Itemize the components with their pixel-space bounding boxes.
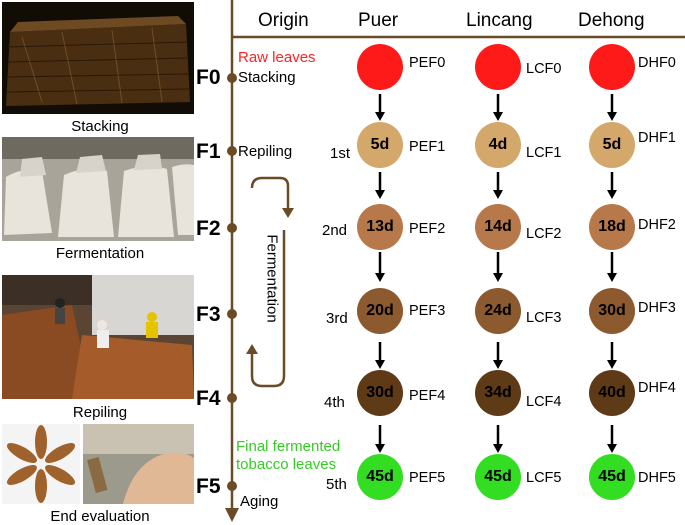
node-dehong-f1: 5d <box>589 122 635 168</box>
stage-dot-f5 <box>227 481 237 491</box>
label-dhf5: DHF5 <box>638 470 676 486</box>
node-dehong-f0 <box>589 44 635 90</box>
photo-label-fermentation: Fermentation <box>55 245 145 262</box>
repiling-image <box>2 275 194 399</box>
label-pef4: PEF4 <box>409 388 446 404</box>
round-3rd: 3rd <box>326 310 348 327</box>
legend-raw-leaves: Raw leaves <box>238 49 316 66</box>
node-dehong-f4: 40d <box>589 370 635 416</box>
photo-label-end-evaluation: End evaluation <box>50 508 150 525</box>
stage-label-f5: F5 <box>196 475 221 498</box>
node-lincang-f1: 4d <box>475 122 521 168</box>
label-lcf4: LCF4 <box>526 394 562 410</box>
flow-arrows <box>378 94 614 446</box>
stage-dot-f3 <box>227 309 237 319</box>
stage-dot-f4 <box>227 393 237 403</box>
label-lcf0: LCF0 <box>526 61 562 77</box>
end-evaluation-photo-hand <box>83 424 194 504</box>
step-repiling: Repiling <box>238 143 293 160</box>
stage-label-f4: F4 <box>196 387 221 410</box>
header-origin: Origin <box>258 10 309 31</box>
node-dehong-f2: 18d <box>589 204 635 250</box>
node-puer-f3: 20d <box>357 288 403 334</box>
header-lincang: Lincang <box>466 10 533 31</box>
repiling-photo <box>2 275 194 399</box>
legend-final-line1: Final fermented <box>236 438 341 455</box>
label-dhf2: DHF2 <box>638 217 676 233</box>
label-lcf5: LCF5 <box>526 470 562 486</box>
node-puer-f2: 13d <box>357 204 403 250</box>
round-4th: 4th <box>324 394 345 411</box>
label-pef2: PEF2 <box>409 221 446 237</box>
header-dehong: Dehong <box>578 10 645 31</box>
node-puer-f0 <box>357 44 403 90</box>
stage-dots <box>227 73 237 491</box>
label-lcf2: LCF2 <box>526 226 562 242</box>
cycle-arrow-down <box>282 208 294 218</box>
label-pef1: PEF1 <box>409 139 446 155</box>
step-aging: Aging <box>240 493 279 510</box>
node-lincang-f5: 45d <box>475 454 521 500</box>
label-lcf3: LCF3 <box>526 310 562 326</box>
stage-dot-f1 <box>227 146 237 156</box>
node-dehong-f3: 30d <box>589 288 635 334</box>
label-dhf3: DHF3 <box>638 300 676 316</box>
legend-final-line2: tobacco leaves <box>236 456 337 473</box>
round-5th: 5th <box>326 476 347 493</box>
label-dhf1: DHF1 <box>638 130 676 146</box>
label-pef5: PEF5 <box>409 470 446 486</box>
photo-label-stacking: Stacking <box>71 118 129 135</box>
node-puer-f4: 30d <box>357 370 403 416</box>
node-puer-f1: 5d <box>357 122 403 168</box>
timeline-arrowhead <box>225 508 239 522</box>
fermentation-cycle <box>250 176 290 388</box>
label-lcf1: LCF1 <box>526 145 562 161</box>
stage-label-f3: F3 <box>196 303 221 326</box>
cycle-arrow-up <box>246 344 258 354</box>
leaf-star-image <box>2 424 80 504</box>
label-pef0: PEF0 <box>409 55 446 71</box>
node-lincang-f3: 24d <box>475 288 521 334</box>
header-puer: Puer <box>358 10 399 31</box>
round-1st: 1st <box>330 145 351 162</box>
hand-image <box>83 424 194 504</box>
label-pef3: PEF3 <box>409 303 446 319</box>
node-lincang-f4: 34d <box>475 370 521 416</box>
stacking-image <box>2 2 194 114</box>
stage-dot-f0 <box>227 73 237 83</box>
step-stacking: Stacking <box>238 69 296 86</box>
fermentation-photo <box>2 137 194 241</box>
node-lincang-f0 <box>475 44 521 90</box>
flow-arrowheads <box>375 112 617 453</box>
photo-label-repiling: Repiling <box>72 404 128 421</box>
stage-label-f0: F0 <box>196 66 221 89</box>
node-dehong-f5: 45d <box>589 454 635 500</box>
stage-dot-f2 <box>227 223 237 233</box>
stage-label-f1: F1 <box>196 140 221 163</box>
node-lincang-f2: 14d <box>475 204 521 250</box>
label-dhf0: DHF0 <box>638 55 676 71</box>
end-evaluation-photo-leaves <box>2 424 80 504</box>
stage-label-f2: F2 <box>196 217 221 240</box>
fermentation-cycle-label: Fermentation <box>263 234 281 323</box>
node-puer-f5: 45d <box>357 454 403 500</box>
label-dhf4: DHF4 <box>638 380 676 396</box>
stacking-photo <box>2 2 194 114</box>
round-2nd: 2nd <box>322 222 348 239</box>
fermentation-image <box>2 137 194 241</box>
